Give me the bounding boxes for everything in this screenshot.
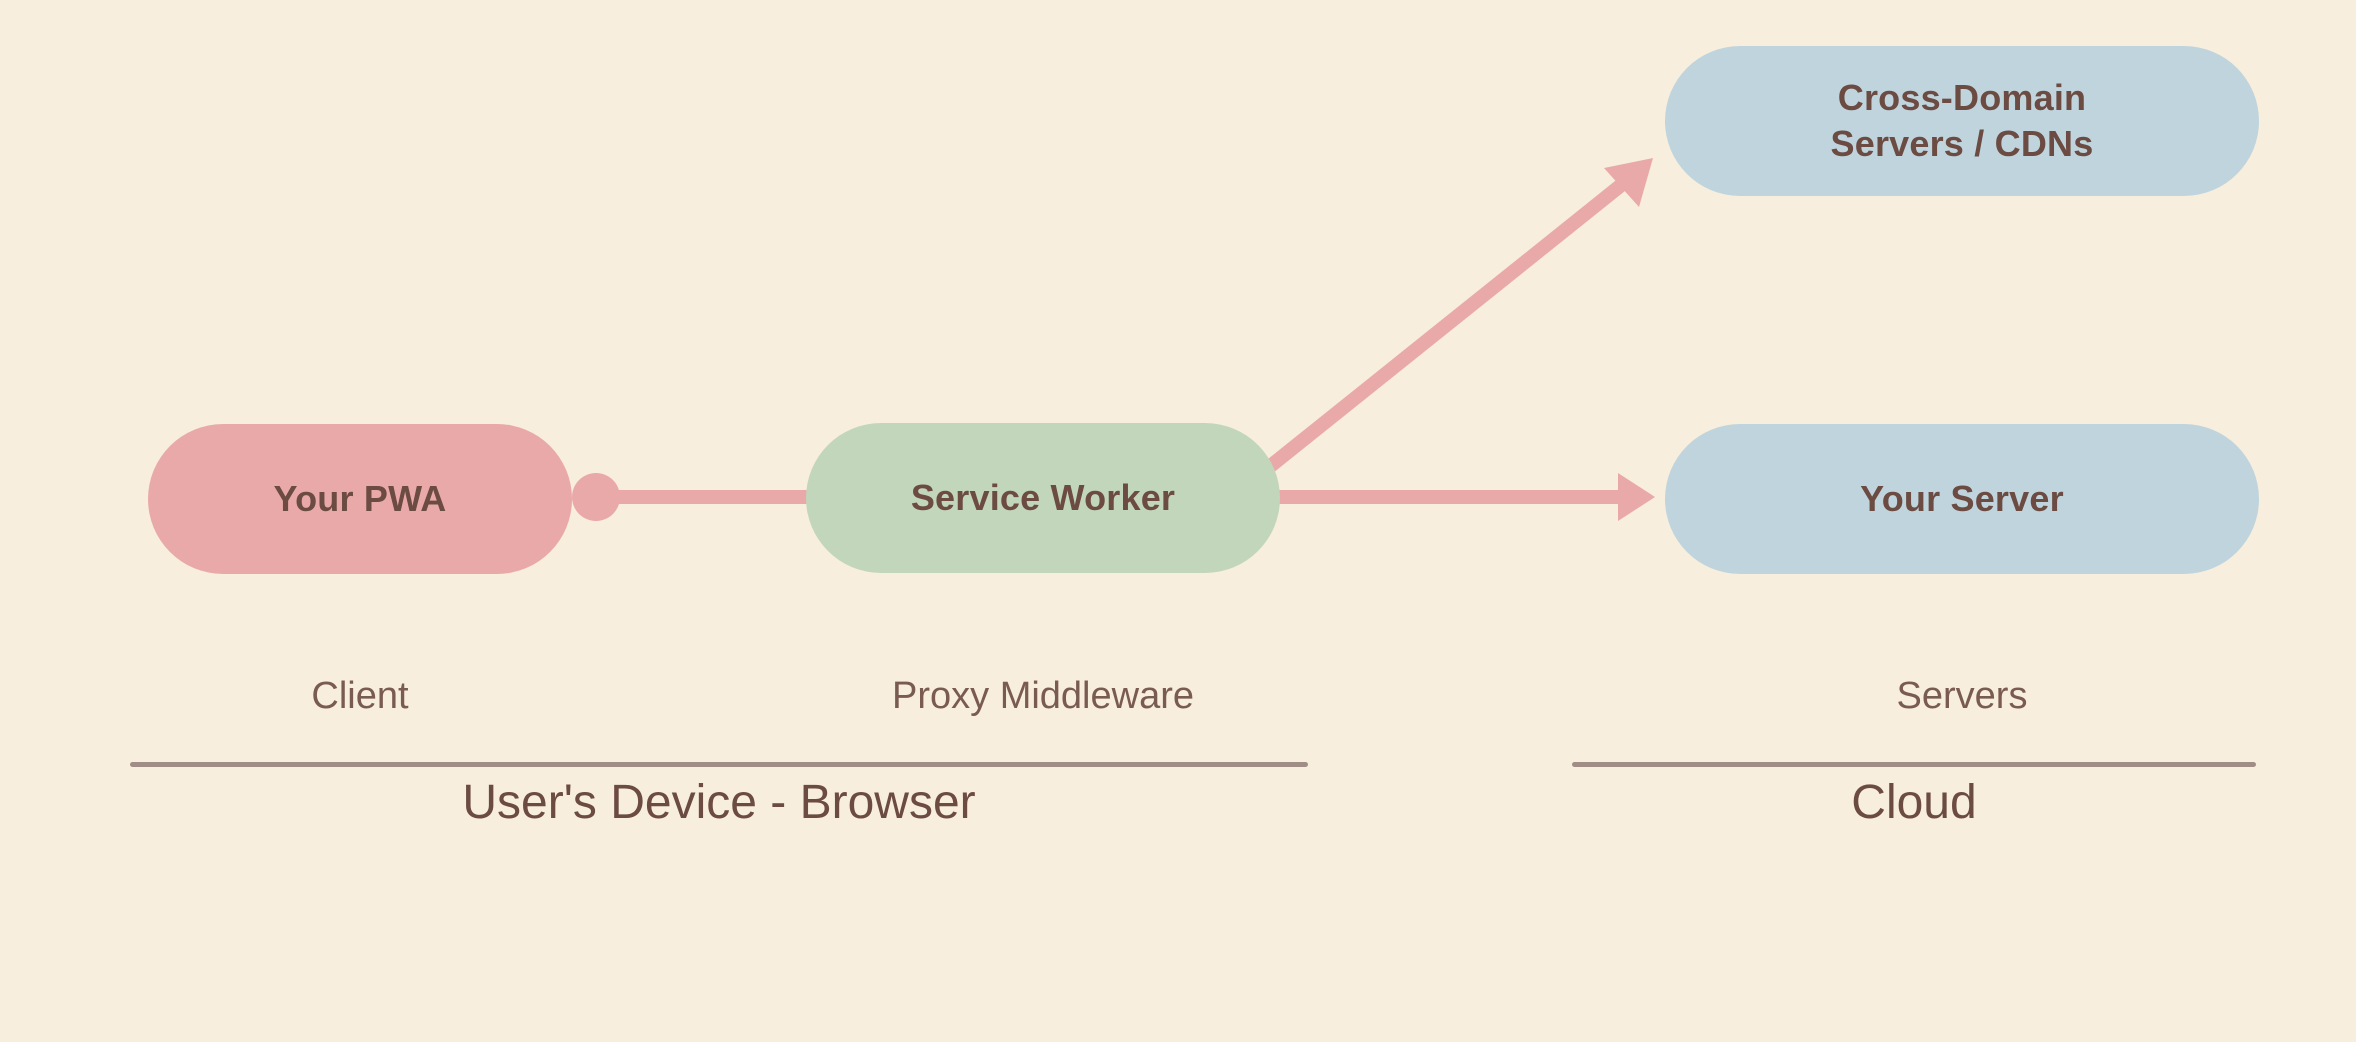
node-your-pwa[interactable]: Your PWA (148, 424, 572, 574)
arrowhead-cross-domain (1604, 158, 1653, 207)
group-label-cloud: Cloud (1851, 776, 1977, 829)
node-your-server-label: Your Server (1860, 477, 2064, 519)
node-your-pwa-label: Your PWA (273, 477, 447, 519)
node-cross-domain-servers[interactable]: Cross-Domain Servers / CDNs (1665, 46, 2259, 196)
divider-browser (130, 762, 1308, 767)
connector-dot-pwa (572, 473, 620, 521)
group-label-users-device-browser: User's Device - Browser (462, 776, 976, 829)
connector-service-worker-to-cross-domain (1263, 176, 1630, 474)
node-cross-domain-servers-label: Cross-Domain Servers / CDNs (1830, 76, 2094, 164)
zone-label-servers: Servers (1896, 675, 2028, 717)
node-your-server[interactable]: Your Server (1665, 424, 2259, 574)
arrowhead-your-server (1618, 473, 1655, 521)
node-service-worker-label: Service Worker (910, 476, 1176, 518)
zone-label-client: Client (311, 675, 409, 717)
node-service-worker[interactable]: Service Worker (806, 423, 1280, 573)
zone-label-proxy-middleware: Proxy Middleware (892, 675, 1194, 717)
divider-cloud (1572, 762, 2256, 767)
